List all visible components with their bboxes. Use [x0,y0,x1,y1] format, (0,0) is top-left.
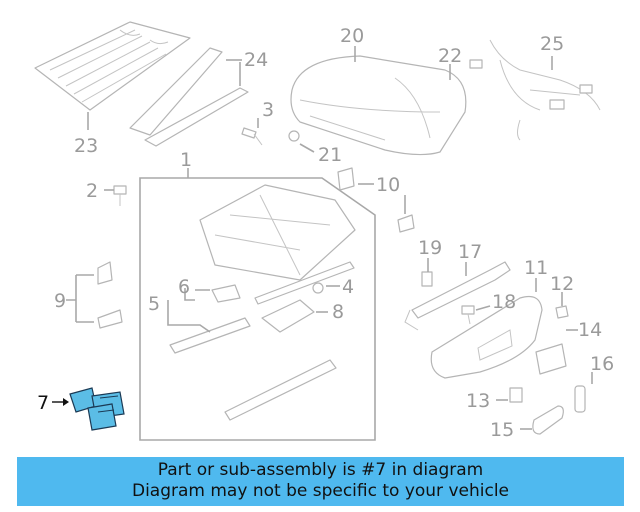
callout-6: 6 [178,276,190,298]
part-10-cover [337,167,415,233]
part-18-screw [461,305,475,325]
part-2-bolt [113,185,127,206]
part-6-motor [211,284,241,303]
callout-7: 7 [37,392,49,414]
callout-23: 23 [74,135,98,157]
callout-21: 21 [318,144,342,166]
callout-22: 22 [438,45,462,67]
callout-16: 16 [590,353,614,375]
callout-24: 24 [244,49,268,71]
callout-20: 20 [340,25,364,47]
part-19-knob [421,271,433,287]
part-17-lever [404,261,511,331]
part-16-knob [574,385,586,413]
callout-4: 4 [342,276,354,298]
part-23-heater-pad [34,21,191,111]
callout-15: 15 [490,419,514,441]
callout-14: 14 [578,319,602,341]
part-21-clip [288,130,300,142]
callout-11: 11 [524,257,548,279]
part-24-trim [129,47,249,147]
callout-25: 25 [540,33,564,55]
callout-10: 10 [376,174,400,196]
part-20-cushion [290,55,467,156]
callout-9: 9 [54,290,66,312]
banner-line-2: Diagram may not be specific to your vehi… [131,481,509,501]
callout-8: 8 [332,301,344,323]
callout-17: 17 [458,241,482,263]
info-banner: Part or sub-assembly is #7 in diagram Di… [17,457,624,506]
banner-line-1: Part or sub-assembly is #7 in diagram [157,460,484,480]
callout-5: 5 [148,293,160,315]
callout-1: 1 [180,149,192,171]
part-13-cap [509,387,523,403]
callout-3: 3 [262,99,274,121]
callout-18: 18 [492,291,516,313]
part-25-harness [469,39,601,141]
part-3-bolt [241,127,263,146]
callout-2: 2 [86,180,98,202]
part-14-switch [535,343,567,375]
part-7-highlighted [69,387,125,431]
part-11-side-shield [430,295,543,379]
callout-19: 19 [418,237,442,259]
callout-13: 13 [466,390,490,412]
part-15-handle [532,405,564,435]
part-9-bracket [97,261,123,329]
part-8-motor [261,299,315,333]
part-12-clip [555,305,569,319]
part-1-seat-frame [169,184,356,421]
callout-12: 12 [550,273,574,295]
part-4-nut [312,282,324,294]
